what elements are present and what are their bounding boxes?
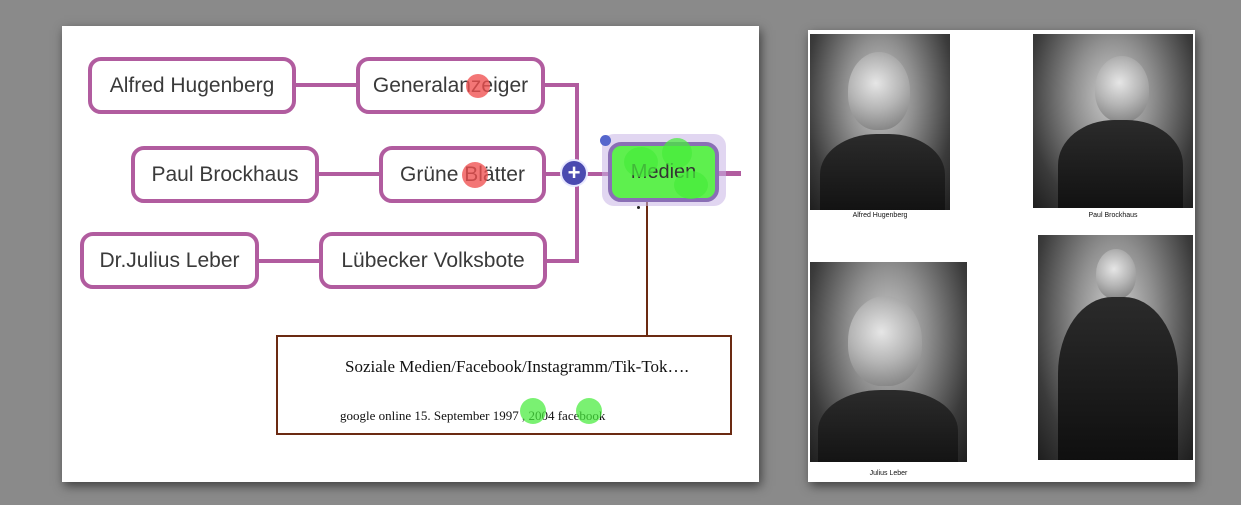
node-generalanzeiger[interactable]: Generalanzeiger bbox=[356, 57, 545, 114]
node-label: Dr.Julius Leber bbox=[99, 248, 240, 272]
node-label: Grüne Blätter bbox=[400, 162, 525, 186]
node-luebecker-volksbote[interactable]: Lübecker Volksbote bbox=[319, 232, 547, 289]
portrait-fourth-person bbox=[1038, 235, 1193, 460]
note-box[interactable]: Soziale Medien/Facebook/Instagramm/Tik-T… bbox=[276, 335, 732, 435]
node-medien[interactable]: Medien bbox=[608, 142, 719, 202]
portraits-panel: Alfred Hugenberg Paul Brockhaus Julius L… bbox=[808, 30, 1195, 482]
connector-alfred-generalanzeiger bbox=[296, 83, 356, 87]
node-label: Generalanzeiger bbox=[372, 73, 529, 97]
anchor-dot bbox=[637, 206, 640, 209]
note-line-1: Soziale Medien/Facebook/Instagramm/Tik-T… bbox=[345, 357, 689, 376]
mindmap-canvas[interactable]: Alfred Hugenberg Generalanzeiger Paul Br… bbox=[62, 26, 759, 482]
connector-luebecker-trunk bbox=[547, 259, 579, 263]
plus-icon: + bbox=[567, 160, 581, 185]
add-node-button[interactable]: + bbox=[560, 159, 588, 187]
portrait-paul-brockhaus bbox=[1033, 34, 1193, 208]
node-label: Medien bbox=[630, 160, 697, 183]
portrait-julius-leber bbox=[810, 262, 967, 462]
note-line-2: google online 15. September 1997 , 2004 … bbox=[340, 408, 606, 423]
caption-julius: Julius Leber bbox=[869, 470, 908, 477]
connector-trunk-medien bbox=[586, 172, 608, 176]
node-label: Lübecker Volksbote bbox=[341, 248, 525, 272]
node-julius-leber[interactable]: Dr.Julius Leber bbox=[80, 232, 259, 289]
node-label: Alfred Hugenberg bbox=[109, 73, 275, 97]
caption-alfred: Alfred Hugenberg bbox=[852, 212, 908, 219]
connector-medien-right bbox=[719, 171, 741, 176]
portrait-alfred-hugenberg bbox=[810, 34, 950, 210]
caption-paul: Paul Brockhaus bbox=[1088, 212, 1138, 219]
node-gruene-blaetter[interactable]: Grüne Blätter bbox=[379, 146, 546, 203]
node-label: Paul Brockhaus bbox=[151, 162, 299, 186]
connector-paul-gruene bbox=[319, 172, 379, 176]
connector-generalanzeiger-trunk bbox=[545, 83, 579, 87]
node-paul-brockhaus[interactable]: Paul Brockhaus bbox=[131, 146, 319, 203]
node-alfred-hugenberg[interactable]: Alfred Hugenberg bbox=[88, 57, 296, 114]
selection-handle-dot[interactable] bbox=[600, 135, 611, 146]
connector-medien-note bbox=[646, 202, 648, 336]
connector-julius-luebecker bbox=[259, 259, 319, 263]
